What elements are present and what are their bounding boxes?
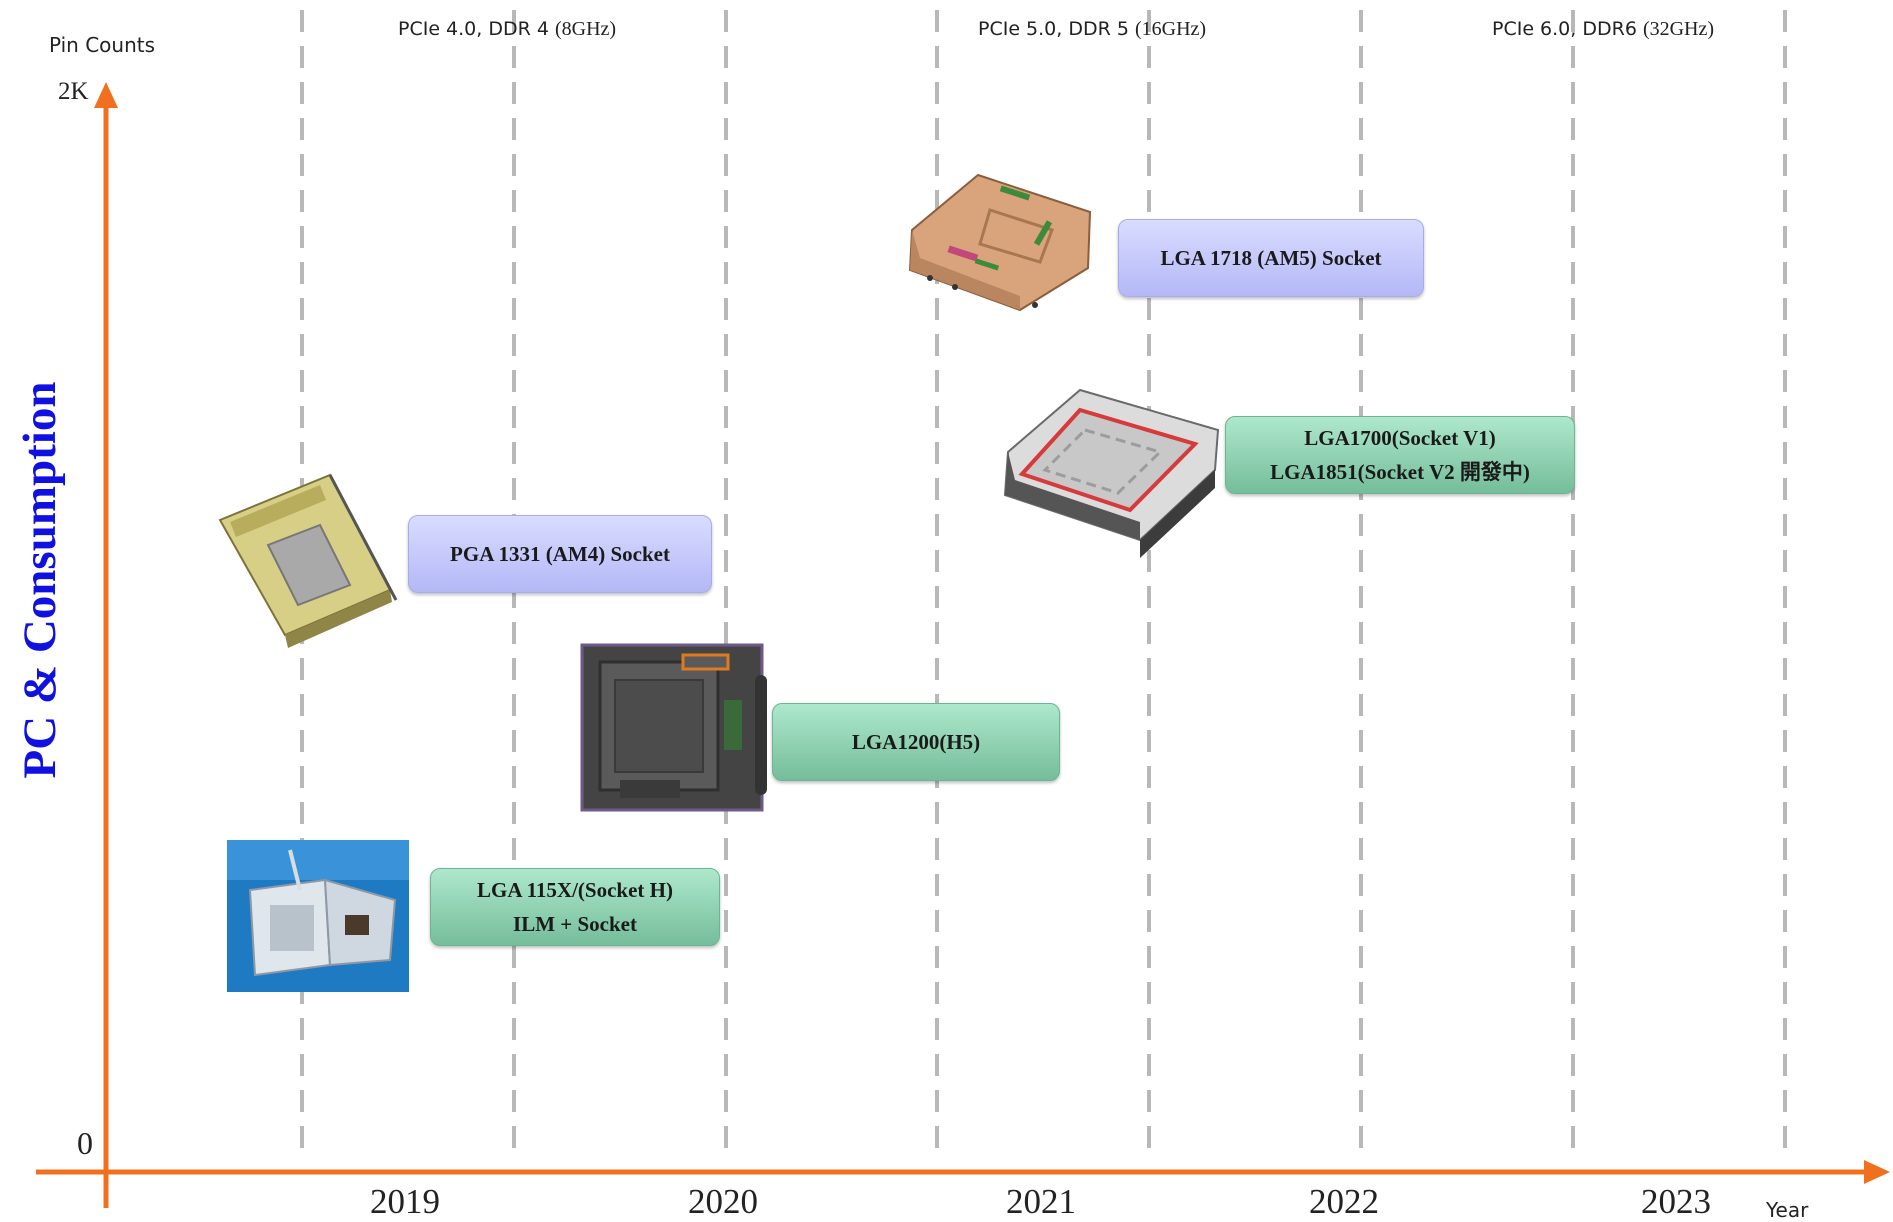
- am4-socket-image: [218, 473, 398, 648]
- lga115x-socket-photo: [227, 840, 409, 992]
- am4-line1: PGA 1331 (AM4) Socket: [450, 542, 670, 566]
- lga115x-socket-label: LGA 115X/(Socket H) ILM + Socket: [430, 868, 720, 946]
- y-axis-max-label: 2K: [58, 78, 89, 105]
- y-axis-title: Pin Counts: [49, 33, 156, 57]
- lga1700-line1: LGA1700(Socket V1): [1304, 426, 1496, 450]
- lga1200-socket-image: [580, 643, 767, 812]
- lga1700-line2: LGA1851(Socket V2 開發中): [1270, 460, 1530, 484]
- grid-lines: [300, 10, 1787, 1150]
- lga1700-socket-label: LGA1700(Socket V1) LGA1851(Socket V2 開發中…: [1225, 416, 1575, 494]
- y-axis-min-label: 0: [77, 1125, 93, 1161]
- header-pcie6: PCIe 6.0, DDR6 (32GHz): [1492, 18, 1714, 41]
- lga1200-line1: LGA1200(H5): [851, 730, 981, 754]
- header-pcie5-main: PCIe 5.0, DDR 5: [978, 18, 1135, 40]
- lga1200-socket-label: LGA1200(H5): [772, 703, 1060, 781]
- am4-socket-label: PGA 1331 (AM4) Socket: [408, 515, 712, 593]
- header-pcie5-freq: (16GHz): [1134, 18, 1207, 40]
- x-label-2020: 2020: [688, 1182, 758, 1221]
- x-axis-arrow: [1864, 1160, 1890, 1184]
- y-axis-arrow: [94, 82, 118, 108]
- x-label-2022: 2022: [1309, 1182, 1379, 1221]
- header-pcie6-main: PCIe 6.0, DDR6: [1492, 18, 1643, 40]
- lga115x-line2: ILM + Socket: [513, 912, 637, 936]
- x-label-2021: 2021: [1006, 1182, 1076, 1221]
- lga1700-socket-image: [1003, 388, 1220, 558]
- x-axis-title: Year: [1766, 1198, 1809, 1222]
- header-pcie4: PCIe 4.0, DDR 4 (8GHz): [398, 18, 616, 41]
- x-label-2023: 2023: [1641, 1182, 1711, 1221]
- am5-line1: LGA 1718 (AM5) Socket: [1160, 246, 1382, 270]
- side-title: PC & Consumption: [14, 381, 66, 779]
- header-pcie4-freq: (8GHz): [554, 18, 617, 40]
- header-pcie6-freq: (32GHz): [1642, 18, 1715, 40]
- header-pcie5: PCIe 5.0, DDR 5 (16GHz): [978, 18, 1206, 41]
- header-pcie4-main: PCIe 4.0, DDR 4: [398, 18, 555, 40]
- x-label-2019: 2019: [370, 1182, 440, 1221]
- lga115x-line1: LGA 115X/(Socket H): [476, 878, 673, 902]
- am5-socket-label: LGA 1718 (AM5) Socket: [1118, 219, 1424, 297]
- am5-socket-image: [908, 173, 1092, 312]
